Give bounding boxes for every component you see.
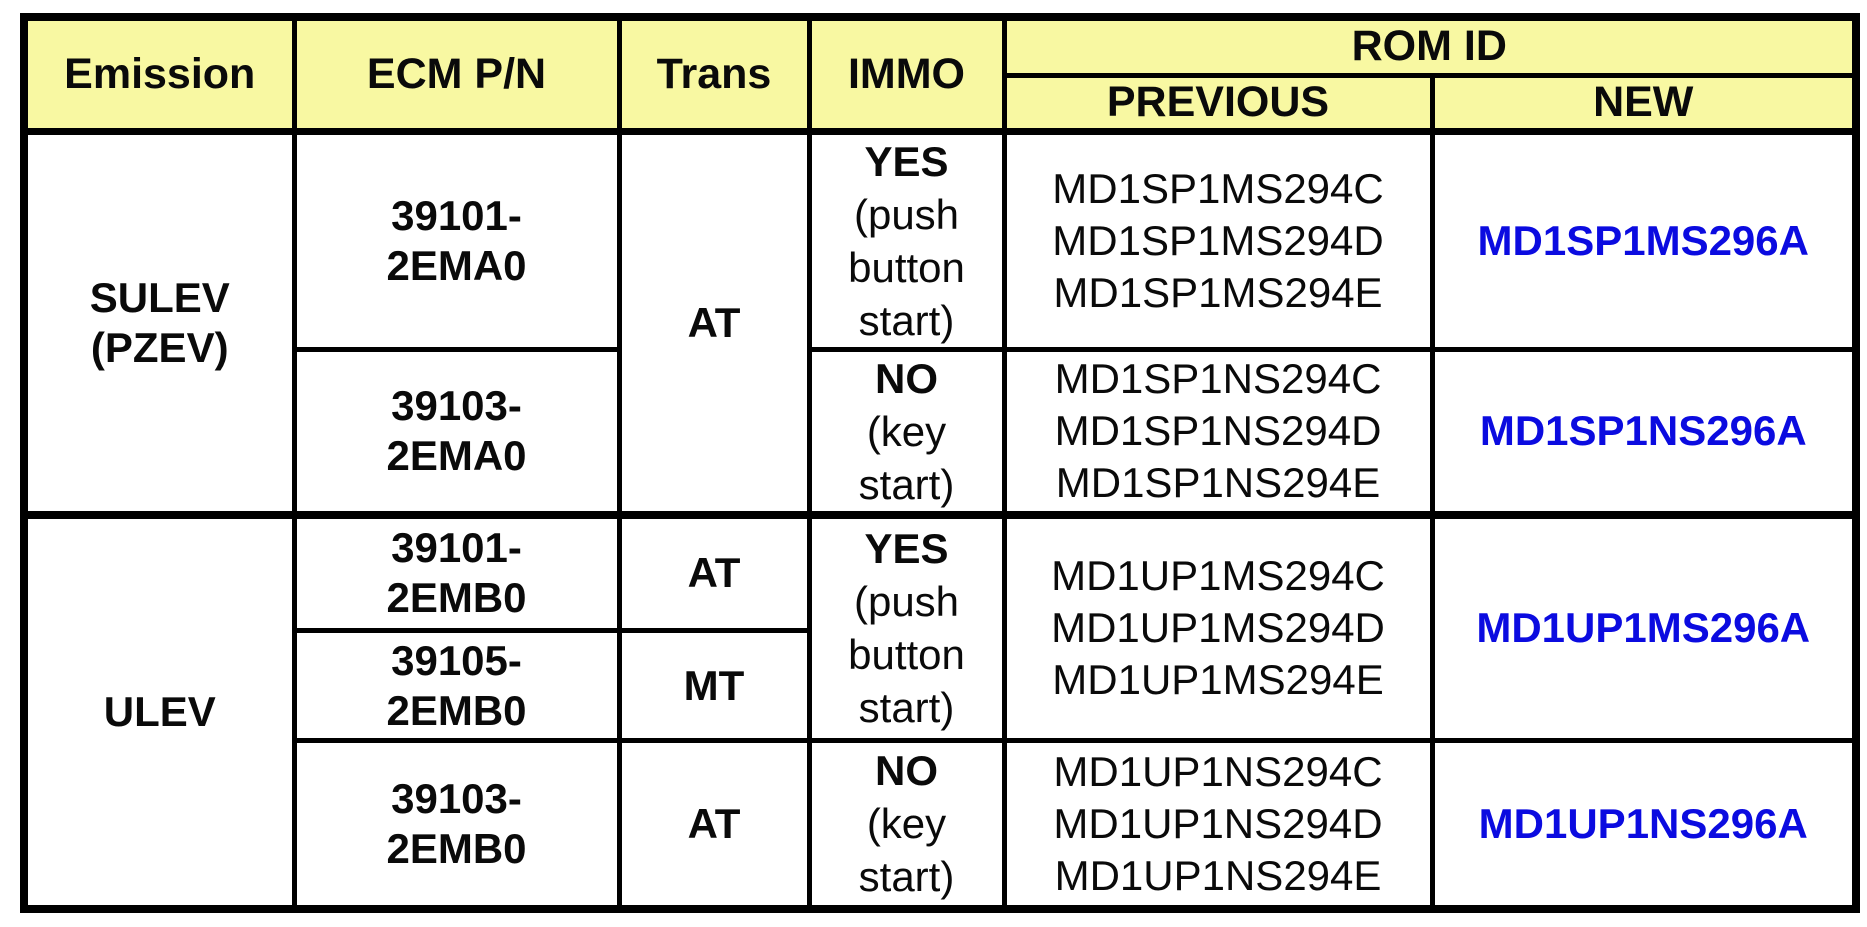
table-row-sulev-at-immo-no: 39103- 2EMA0 NO (key start) MD1SP1NS294C… — [24, 346, 1859, 517]
immo-value: YES — [864, 525, 949, 573]
immo-note-line: button — [848, 243, 965, 291]
immo-note-line: start) — [858, 853, 955, 901]
new-rom-id-cell: MD1UP1NS296A — [1429, 738, 1859, 911]
table-row-ulev-mt-immo-yes: 39105- 2EMB0 MT — [24, 628, 1856, 743]
immo-cell: YES (push button start) — [806, 128, 1007, 352]
immo-note-line: (push — [853, 578, 960, 626]
ecm-pn-line: 2EMA0 — [386, 241, 527, 289]
ecm-rom-id-table: Emission ECM P/N Trans IMMO ROM ID PREVI… — [20, 13, 1860, 913]
immo-note-line: start) — [858, 460, 955, 508]
ecm-pn-line: 2EMB0 — [386, 686, 527, 734]
ecm-pn-cell: 39103- 2EMA0 — [291, 346, 622, 517]
immo-note-line: start) — [858, 684, 955, 732]
previous-rom-id: MD1UP1MS294E — [1052, 656, 1384, 704]
immo-note-line: start) — [858, 296, 955, 344]
new-rom-id-cell: MD1UP1MS296A — [1429, 510, 1859, 743]
previous-rom-id: MD1SP1NS294E — [1055, 459, 1381, 506]
immo-note-line: (key — [866, 407, 947, 455]
previous-rom-id-cell: MD1SP1NS294C MD1SP1NS294D MD1SP1NS294E — [1001, 346, 1435, 517]
trans-cell: AT — [616, 128, 812, 517]
immo-value: NO — [875, 354, 938, 402]
ecm-pn-cell: 39101- 2EMB0 — [291, 510, 622, 633]
column-header-emission: Emission — [21, 14, 297, 135]
previous-rom-id: MD1UP1MS294C — [1051, 552, 1385, 600]
column-header-previous: PREVIOUS — [1001, 72, 1435, 135]
ecm-pn-line: 2EMA0 — [386, 432, 527, 479]
column-header-new: NEW — [1429, 72, 1859, 135]
ecm-pn-line: 39103- — [391, 774, 522, 822]
emission-label-line: SULEV — [89, 273, 230, 321]
ecm-pn-line: 39101- — [391, 524, 522, 572]
new-rom-id-cell: MD1SP1NS296A — [1429, 346, 1859, 517]
previous-rom-id-cell: MD1SP1MS294C MD1SP1MS294D MD1SP1MS294E — [1001, 128, 1435, 352]
emission-cell-sulev: SULEV (PZEV) — [21, 128, 297, 517]
immo-note-line: (key — [866, 800, 947, 848]
column-header-rom-id: ROM ID — [1001, 14, 1859, 78]
trans-cell: AT — [616, 738, 812, 911]
table-row-ulev-at-immo-yes: ULEV 39101- 2EMB0 AT YES (push button st… — [21, 510, 1859, 911]
immo-cell: YES (push button start) — [806, 510, 1007, 743]
immo-value: YES — [864, 137, 949, 185]
ecm-pn-cell: 39101- 2EMA0 — [291, 128, 622, 352]
previous-rom-id: MD1UP1MS294D — [1051, 604, 1385, 652]
trans-cell: AT — [616, 510, 812, 633]
trans-cell: MT — [616, 628, 812, 743]
immo-value: NO — [875, 747, 938, 795]
ecm-pn-cell: 39103- 2EMB0 — [291, 738, 622, 911]
previous-rom-id: MD1UP1NS294C — [1053, 747, 1383, 795]
immo-note-line: (push — [853, 190, 960, 238]
emission-cell-ulev: ULEV — [21, 510, 297, 911]
previous-rom-id-cell: MD1UP1MS294C MD1UP1MS294D MD1UP1MS294E — [1001, 510, 1435, 743]
ecm-pn-line: 2EMB0 — [386, 574, 527, 622]
ecm-pn-line: 39105- — [391, 636, 522, 684]
ecm-pn-cell: 39105- 2EMB0 — [291, 628, 622, 743]
previous-rom-id: MD1SP1MS294E — [1053, 268, 1383, 316]
previous-rom-id-cell: MD1UP1NS294C MD1UP1NS294D MD1UP1NS294E — [1001, 738, 1435, 911]
column-header-ecm-pn: ECM P/N — [291, 14, 622, 135]
previous-rom-id: MD1UP1NS294E — [1054, 851, 1382, 899]
table-row-sulev-at-immo-yes: SULEV (PZEV) 39101- 2EMA0 AT YES (push b… — [21, 128, 1859, 517]
immo-note-line: button — [848, 631, 965, 679]
previous-rom-id: MD1UP1NS294D — [1053, 799, 1383, 847]
ecm-pn-line: 39101- — [391, 191, 522, 239]
previous-rom-id: MD1SP1NS294D — [1054, 407, 1382, 454]
ecm-pn-line: 39103- — [391, 382, 522, 429]
immo-cell: NO (key start) — [806, 738, 1007, 911]
column-header-trans: Trans — [616, 14, 812, 135]
immo-cell: NO (key start) — [806, 346, 1007, 517]
table-row-ulev-at-immo-no: 39103- 2EMB0 AT NO (key start) MD1UP1NS2… — [24, 738, 1859, 911]
ecm-pn-line: 2EMB0 — [386, 824, 527, 872]
previous-rom-id: MD1SP1MS294C — [1052, 164, 1384, 212]
new-rom-id-cell: MD1SP1MS296A — [1429, 128, 1859, 352]
column-header-immo: IMMO — [806, 14, 1007, 135]
previous-rom-id: MD1SP1NS294C — [1054, 355, 1382, 402]
previous-rom-id: MD1SP1MS294D — [1052, 216, 1384, 264]
emission-label-line: (PZEV) — [90, 323, 229, 371]
